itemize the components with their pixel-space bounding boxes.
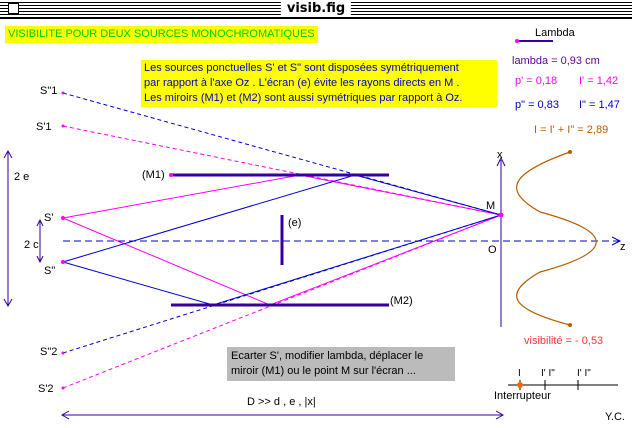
point-s-second (61, 260, 65, 264)
description-line-3: Les miroirs (M1) et (M2) sont aussi symé… (144, 92, 463, 104)
switch-tick-2: I' I" (541, 368, 555, 379)
description-box: Les sources ponctuelles S' et S" sont di… (141, 60, 497, 107)
label-axis-z: z (620, 241, 626, 253)
i-second-value: I" = 1,47 (579, 99, 620, 111)
label-s-second-2: S"2 (40, 346, 58, 358)
hint-line-2: miroir (M1) ou le point M sur l'écran ..… (231, 365, 416, 377)
label-mirror-1[interactable]: (M1) (142, 169, 165, 181)
window-title: visib.fig (280, 1, 352, 17)
label-s-second: S" (44, 265, 56, 277)
close-box-icon[interactable] (8, 3, 19, 14)
description-line-1: Les sources ponctuelles S' et S" sont di… (144, 62, 459, 74)
label-distance: D >> d , e , |x| (247, 396, 316, 408)
z-axis-arrow-icon (611, 236, 622, 246)
description-line-2: par rapport à l'axe Oz . L'écran (e) évi… (144, 77, 460, 89)
point-m (498, 212, 504, 218)
optics-diagram (3, 39, 622, 420)
label-s-prime[interactable]: S' (44, 212, 54, 224)
intensity-curve (516, 151, 597, 326)
lambda-slider-knob (515, 39, 519, 43)
p-second-value: p" = 0,83 (515, 99, 559, 111)
label-s-second-1: S"1 (40, 85, 58, 97)
figure-heading: VISIBILITE POUR DEUX SOURCES MONOCHROMAT… (5, 26, 318, 43)
hint-box: Ecarter S', modifier lambda, déplacer le… (227, 347, 455, 381)
label-axis-x: x (497, 149, 503, 161)
point-s-second-1 (61, 91, 65, 95)
point-s-prime-1 (61, 124, 65, 128)
visibility-value: visibilité = - 0,53 (524, 335, 604, 347)
label-origin: O (488, 244, 497, 256)
point-m1-handle (169, 173, 173, 177)
label-two-c: 2 c (24, 239, 39, 251)
p-prime-value: p' = 0,18 (515, 75, 558, 87)
hint-line-1: Ecarter S', modifier lambda, déplacer le (231, 350, 424, 362)
switch-tick-1: I (518, 368, 521, 379)
window-titlebar[interactable]: visib.fig (0, 0, 632, 19)
label-s-prime-2: S'2 (38, 383, 54, 395)
point-s-prime (61, 216, 65, 220)
label-author: Y.C. (605, 411, 625, 423)
point-s-second-2 (61, 351, 65, 355)
label-mirror-2: (M2) (390, 295, 413, 307)
lambda-value: lambda = 0,93 cm (512, 55, 600, 67)
label-two-e: 2 e (14, 171, 30, 183)
switch-knob (517, 382, 523, 388)
label-screen: (e) (288, 217, 302, 229)
label-point-m[interactable]: M (486, 200, 496, 212)
intensity-sum-value: I = I' + I" = 2,89 (534, 124, 609, 136)
lambda-label: Lambda (535, 27, 575, 39)
point-s-prime-2 (61, 386, 65, 390)
i-prime-value: I' = 1,42 (579, 75, 619, 87)
label-s-prime-1: S'1 (36, 121, 52, 133)
switch-label[interactable]: Interrupteur (494, 390, 551, 402)
figure-canvas: VISIBILITE POUR DEUX SOURCES MONOCHROMAT… (0, 19, 632, 428)
switch-tick-3: I' I" (577, 368, 591, 379)
x-axis-arrow-icon (496, 156, 506, 167)
